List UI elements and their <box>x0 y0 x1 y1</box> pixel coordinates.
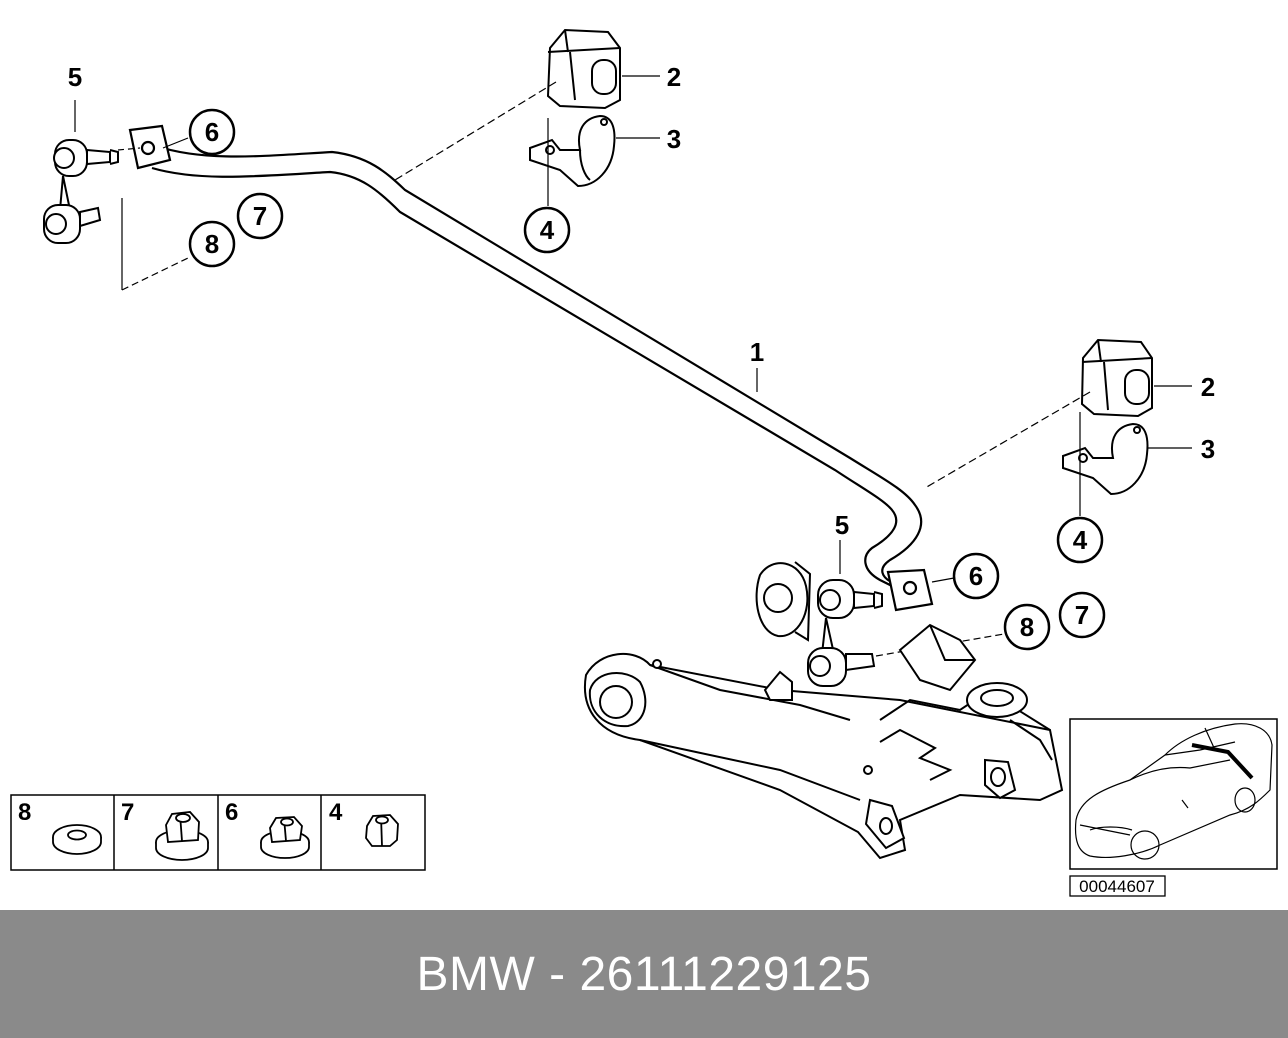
callout-7-right: 7 <box>1058 591 1106 639</box>
svg-text:6: 6 <box>969 561 983 591</box>
label-2-left: 2 <box>667 62 681 92</box>
legend-num-hex-nut: 4 <box>329 799 343 826</box>
callout-4-right: 4 <box>1056 516 1104 564</box>
flange-nut-icon <box>260 816 310 859</box>
callout-6-left: 6 <box>188 108 236 156</box>
legend-num-washer: 8 <box>18 799 31 826</box>
stabilizer-link-left <box>43 139 119 244</box>
svg-text:7: 7 <box>253 201 267 231</box>
stabilizer-bar <box>128 124 934 612</box>
svg-text:8: 8 <box>1020 612 1034 642</box>
label-2-right: 2 <box>1201 372 1215 402</box>
part-caption: BMW - 26111229125 <box>416 947 872 1001</box>
callout-6-right: 6 <box>952 552 1000 600</box>
callout-4-left: 4 <box>523 206 571 254</box>
leader-lines-right-top <box>924 385 1192 516</box>
svg-text:6: 6 <box>205 117 219 147</box>
leader-lines-left <box>74 100 189 291</box>
rubber-bush-right <box>1080 338 1153 418</box>
legend-num-flange-nut: 6 <box>225 799 238 826</box>
bracket-clamp-left <box>529 114 616 188</box>
leader-lines-top <box>394 75 660 206</box>
parts-diagram: 6 7 8 4 6 8 7 4 5 2 3 1 2 3 5 8 7 <box>10 28 1278 897</box>
leader-lines-right-link <box>839 540 1005 657</box>
hex-nut-icon <box>365 814 399 847</box>
label-5-right: 5 <box>835 510 849 540</box>
bracket-clamp-right <box>1062 422 1149 496</box>
rear-axle-subframe <box>584 561 1064 860</box>
collar-nut-icon <box>155 811 209 861</box>
vehicle-location-thumbnail <box>1069 718 1278 870</box>
callout-7-left: 7 <box>236 192 284 240</box>
rubber-bush-left <box>546 28 621 110</box>
caption-bar: BMW - 26111229125 <box>0 910 1288 1038</box>
label-1: 1 <box>750 337 764 367</box>
callout-8-right: 8 <box>1003 603 1051 651</box>
legend-num-collar-nut: 7 <box>121 799 134 826</box>
hardware-legend: 8 7 6 4 <box>10 794 426 871</box>
washer-icon <box>52 824 102 855</box>
svg-text:4: 4 <box>540 215 555 245</box>
svg-text:4: 4 <box>1073 525 1088 555</box>
stabilizer-link-right <box>807 579 883 687</box>
callout-8-left: 8 <box>188 220 236 268</box>
label-3-right: 3 <box>1201 434 1215 464</box>
svg-text:7: 7 <box>1075 600 1089 630</box>
svg-text:8: 8 <box>205 229 219 259</box>
reference-code: 00044607 <box>1069 875 1166 897</box>
label-3-left: 3 <box>667 124 681 154</box>
svg-text:00044607: 00044607 <box>1079 877 1155 896</box>
label-5-left: 5 <box>68 62 82 92</box>
